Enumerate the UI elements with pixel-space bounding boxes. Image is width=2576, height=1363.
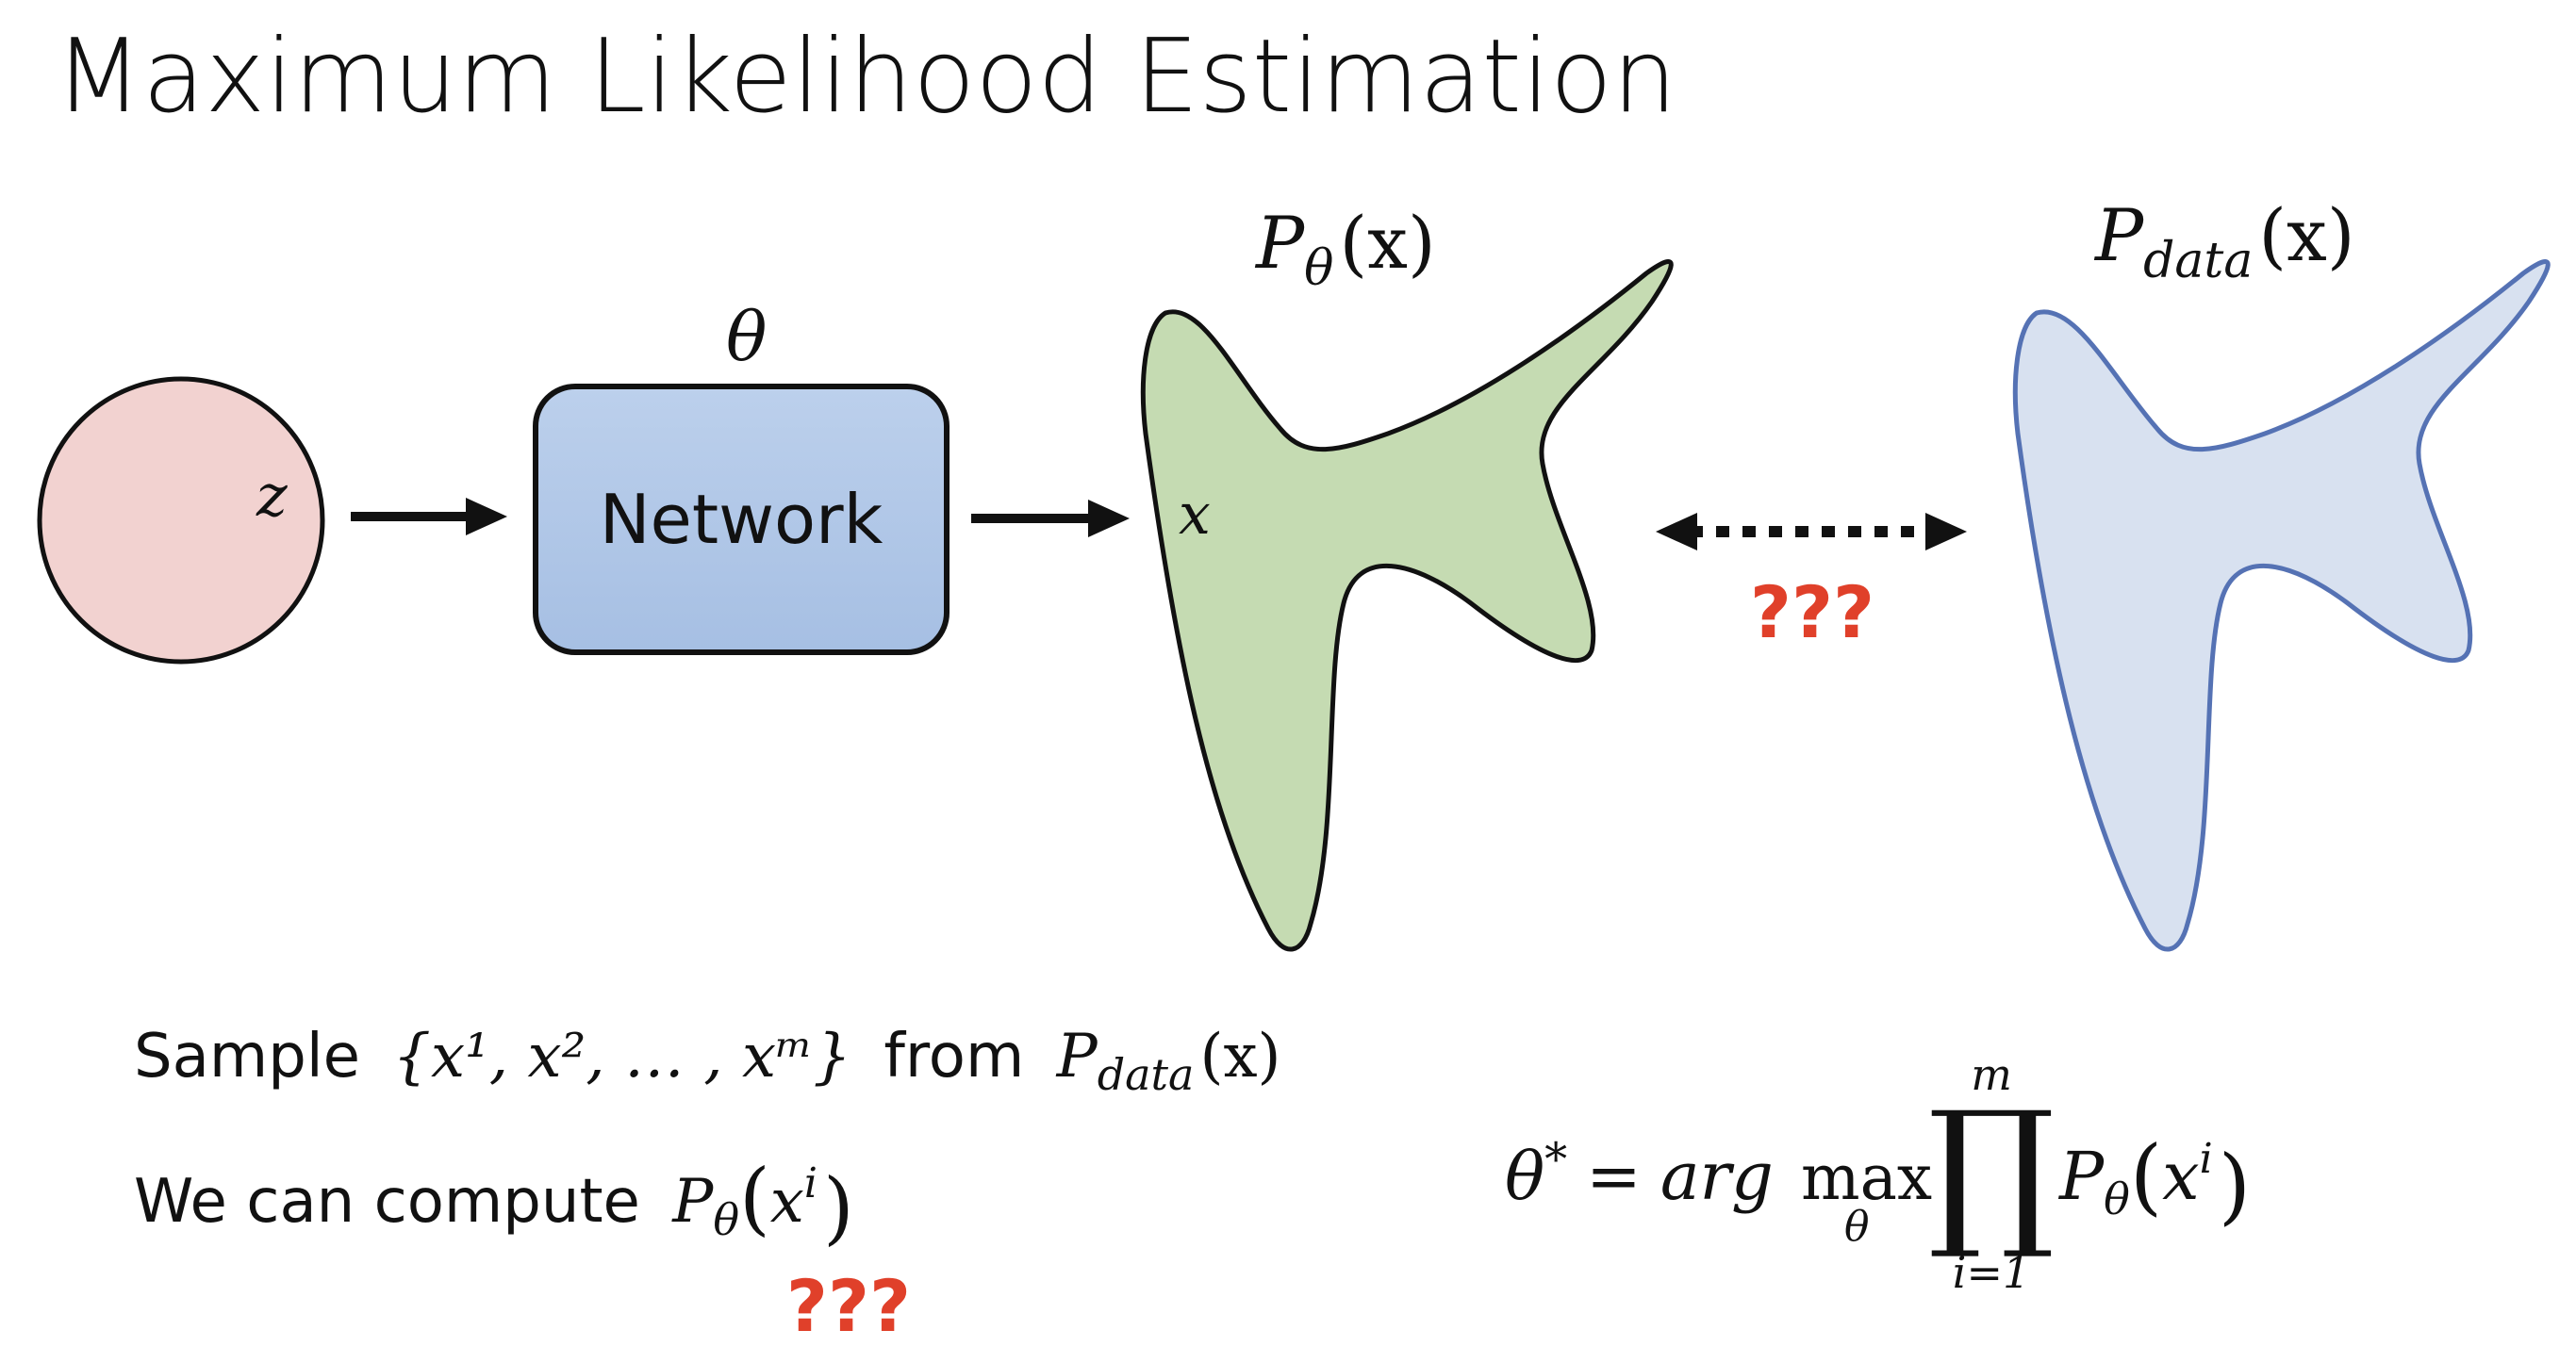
formula-lhs-group: θ* =arg — [1505, 1133, 1774, 1215]
formula-term-symbol: P — [2057, 1138, 2105, 1215]
compute-unknown: ??? — [786, 1264, 911, 1348]
formula-term-sup: i — [2200, 1135, 2213, 1183]
latent-var-label: z — [256, 461, 288, 530]
formula-max: max — [1801, 1141, 1932, 1214]
formula-prod: ∏ — [1927, 1077, 2055, 1264]
formula-term-open: ( — [2130, 1127, 2162, 1224]
formula-term-base: x — [2162, 1138, 2199, 1215]
compute-symbol: P — [671, 1167, 714, 1237]
formula-arg: arg — [1660, 1138, 1774, 1215]
formula-max-sub: θ — [1844, 1203, 1870, 1251]
formula-lhs: θ — [1505, 1138, 1544, 1215]
sample-dist-arg: (x) — [1199, 1022, 1280, 1092]
compute-line: We can compute Pθ(xi) — [134, 1152, 854, 1254]
compute-close: ) — [823, 1161, 854, 1254]
data-distribution: Pdata(x) — [2012, 193, 2551, 952]
compute-subscript: θ — [713, 1194, 739, 1245]
compute-open: ( — [739, 1152, 770, 1244]
network-node: θ Network — [533, 297, 949, 655]
comparison-arrow: ??? — [1656, 513, 1967, 654]
model-dist-subscript: θ — [1304, 240, 1333, 297]
compute-sup: i — [804, 1159, 817, 1207]
formula-prod-bottom: i=1 — [1953, 1247, 2031, 1298]
model-distribution-shape — [1140, 259, 1674, 952]
model-dist-symbol: P — [1254, 201, 1306, 285]
mle-formula: θ*=arg max θ m ∏ i=1 Pθ(xi) — [1505, 1049, 2251, 1298]
model-distribution-label: Pθ(x) — [1254, 201, 1436, 297]
formula-term: Pθ(xi) — [2057, 1127, 2251, 1234]
comparison-unknown: ??? — [1750, 570, 1874, 654]
sample-dist-subscript: data — [1098, 1049, 1195, 1100]
data-dist-arg: (x) — [2258, 193, 2354, 277]
slide-title: Maximum Likelihood Estimation — [55, 18, 1676, 136]
data-dist-subscript: data — [2143, 233, 2253, 289]
sample-dist-symbol: P — [1056, 1022, 1098, 1092]
compute-base: x — [770, 1167, 804, 1237]
latent-node: z — [37, 376, 325, 665]
network-box — [533, 384, 949, 655]
formula-term-close: ) — [2219, 1137, 2251, 1234]
data-distribution-shape — [2012, 259, 2551, 952]
sample-from: from — [883, 1022, 1024, 1092]
data-distribution-label: Pdata(x) — [2093, 193, 2355, 289]
theta-label: θ — [726, 297, 767, 376]
model-distribution: x Pθ(x) — [1140, 201, 1674, 952]
network-label: Network — [600, 480, 883, 559]
arrow-latent-to-network — [351, 498, 507, 535]
latent-circle — [37, 376, 325, 665]
compute-prefix: We can compute — [134, 1167, 640, 1237]
sample-line: Sample {x¹, x², … , xᵐ} from Pdata(x) — [134, 1022, 1281, 1100]
formula-prod-top: m — [1971, 1049, 2012, 1100]
formula-equals: = — [1586, 1138, 1642, 1215]
data-dist-symbol: P — [2093, 193, 2145, 277]
model-dist-arg: (x) — [1339, 201, 1435, 285]
formula-term-subscript: θ — [2104, 1174, 2130, 1224]
sample-prefix: Sample — [134, 1022, 360, 1092]
model-sample-x-label: x — [1179, 482, 1211, 548]
arrow-network-to-model — [971, 500, 1130, 537]
sample-set: {x¹, x², … , xᵐ} — [392, 1022, 851, 1092]
formula-lhs-sup: * — [1544, 1133, 1567, 1186]
